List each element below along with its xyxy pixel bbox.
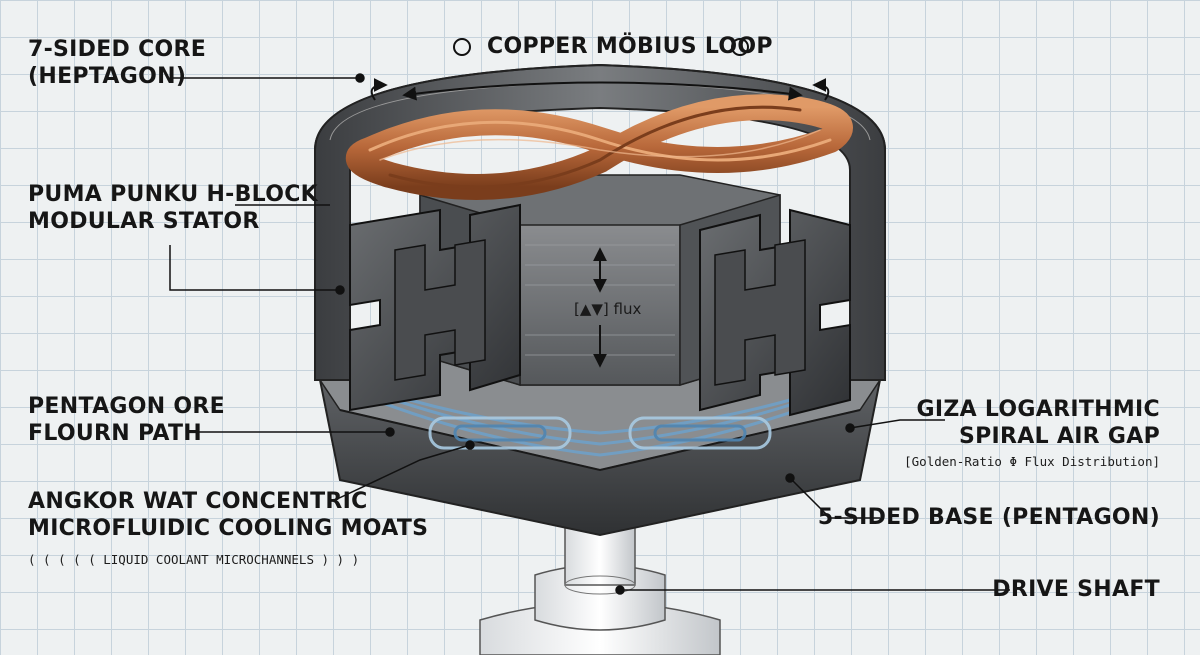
flux-label: [▲▼] flux: [574, 300, 642, 318]
pentagon-path-label-line2: FLOURN PATH: [28, 421, 202, 446]
leader-pentagon-path-dot: [385, 427, 395, 437]
core-label: 7-SIDED CORE (HEPTAGON): [28, 36, 206, 90]
leader-shaft-dot: [615, 585, 625, 595]
loop-arrows: [370, 38, 830, 101]
core-label-line2: (HEPTAGON): [28, 64, 187, 89]
leader-base: [789, 477, 880, 519]
leader-angkor-dot: [465, 440, 475, 450]
shaft-label: DRIVE SHAFT: [992, 577, 1160, 602]
leader-angkor: [334, 444, 471, 501]
leader-base-dot: [785, 473, 795, 483]
mobius-label: COPPER MÖBIUS LOOP: [487, 34, 773, 59]
giza-sublabel: [Golden-Ratio Φ Flux Distribution]: [904, 454, 1160, 469]
leader-core-dot: [355, 73, 365, 83]
giza-label: GIZA LOGARITHMIC SPIRAL AIR GAP: [917, 396, 1160, 450]
core-label-line1: 7-SIDED CORE: [28, 37, 207, 62]
copper-mobius-loop: [345, 94, 853, 200]
angkor-label-line2: MICROFLUIDIC COOLING MOATS: [28, 516, 429, 541]
drive-shaft: [479, 519, 721, 655]
giza-label-line2: SPIRAL AIR GAP: [958, 424, 1160, 449]
pentagon-path-label: PENTAGON ORE FLOURN PATH: [28, 393, 225, 447]
leader-stator-dot: [335, 285, 345, 295]
h-block-left: [349, 203, 521, 412]
leader-lines: [169, 73, 1010, 595]
cooling-moats: [349, 388, 851, 457]
stator-label-line1: PUMA PUNKU H-BLOCK: [28, 182, 318, 207]
angkor-label: ANGKOR WAT CONCENTRIC MICROFLUIDIC COOLI…: [28, 488, 428, 542]
stator-label-line2: MODULAR STATOR: [28, 209, 260, 234]
angkor-label-line1: ANGKOR WAT CONCENTRIC: [28, 489, 368, 514]
leader-giza-dot: [845, 423, 855, 433]
h-block-right: [699, 208, 851, 417]
pentagon-path-label-line1: PENTAGON ORE: [28, 394, 225, 419]
leader-stator-drop: [169, 245, 340, 291]
stator-label: PUMA PUNKU H-BLOCK MODULAR STATOR: [28, 181, 318, 235]
base-label: 5-SIDED BASE (PENTAGON): [817, 505, 1160, 530]
leader-giza: [849, 419, 945, 429]
angkor-sublabel: ( ( ( ( ( LIQUID COOLANT MICROCHANNELS )…: [28, 552, 360, 567]
giza-label-line1: GIZA LOGARITHMIC: [916, 397, 1160, 422]
